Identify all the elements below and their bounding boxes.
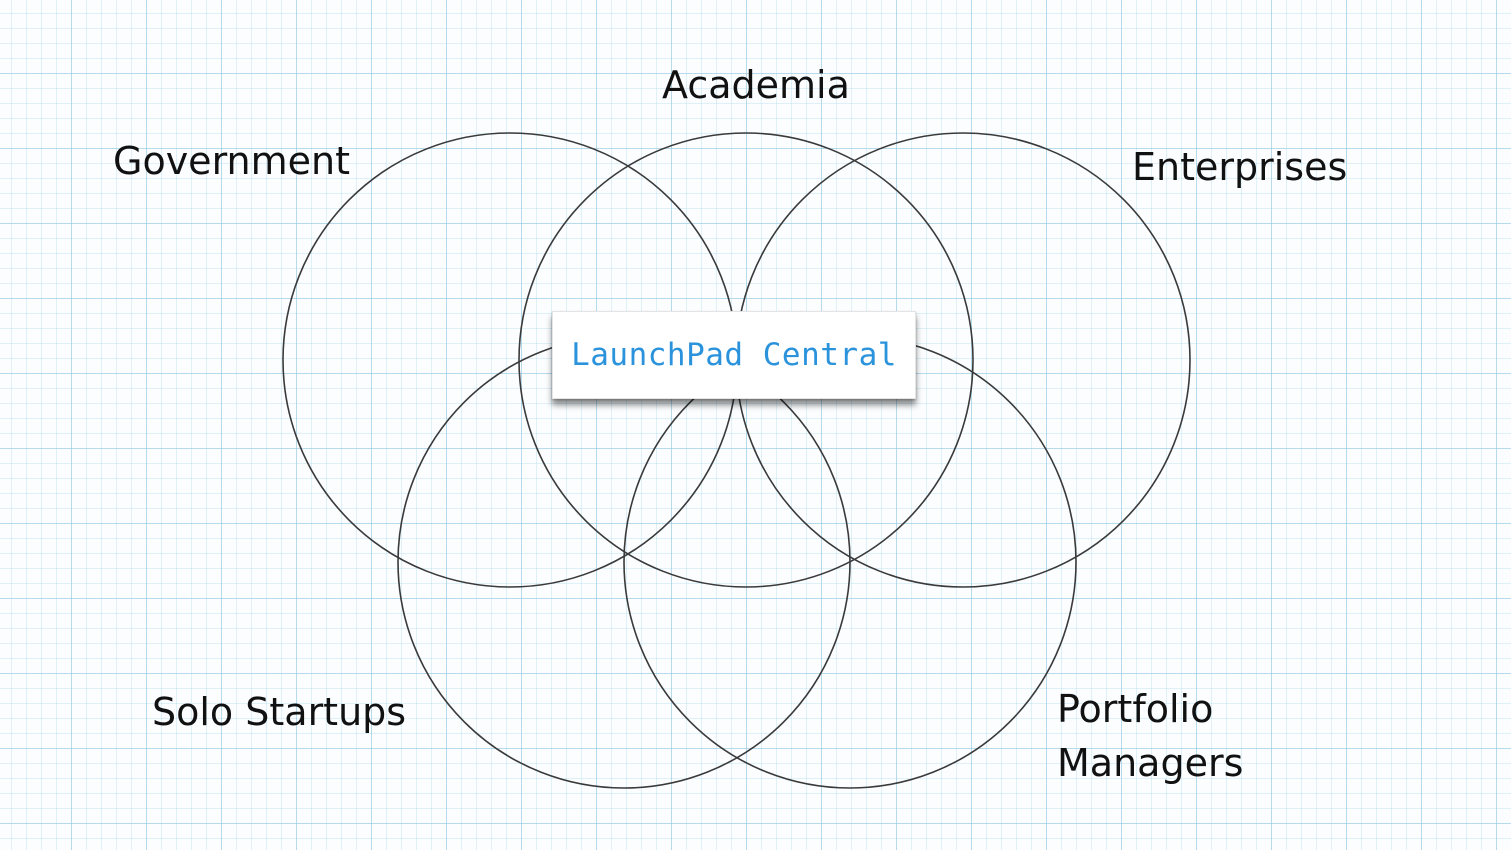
label-government: Government bbox=[113, 139, 350, 183]
label-portfolio-line2: Managers bbox=[1057, 741, 1244, 785]
center-logo-card: LaunchPad Central bbox=[552, 311, 916, 399]
center-logo-text: LaunchPad Central bbox=[571, 337, 897, 373]
circle-academia bbox=[518, 132, 974, 588]
label-solo-startups: Solo Startups bbox=[152, 690, 407, 734]
label-portfolio-managers: Portfolio Managers bbox=[1057, 682, 1243, 790]
label-enterprises: Enterprises bbox=[1132, 145, 1348, 189]
label-portfolio-line1: Portfolio bbox=[1057, 687, 1214, 731]
label-academia: Academia bbox=[662, 63, 850, 107]
